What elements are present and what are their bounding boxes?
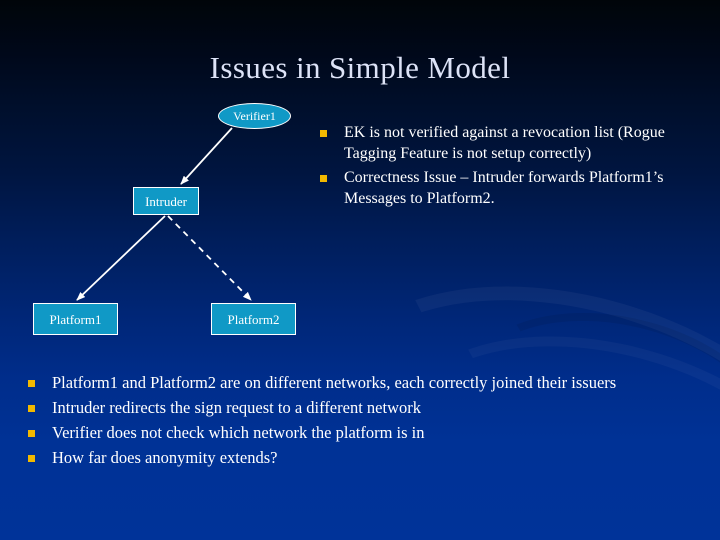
diagram-node-label: Verifier1 [233, 108, 276, 123]
square-bullet-icon [320, 130, 327, 137]
list-item-text: Platform1 and Platform2 are on different… [52, 373, 617, 392]
list-item: Correctness Issue – Intruder forwards Pl… [320, 167, 712, 209]
edge-intruder-to-platform2 [167, 215, 252, 301]
list-item-text: Verifier does not check which network th… [52, 423, 425, 442]
square-bullet-icon [28, 380, 35, 387]
diagram-node-platform2[interactable]: Platform2 [211, 303, 296, 335]
diagram-node-verifier1[interactable]: Verifier1 [218, 103, 291, 129]
list-item-text: How far does anonymity extends? [52, 448, 278, 467]
square-bullet-icon [28, 405, 35, 412]
diagram-node-platform1[interactable]: Platform1 [33, 303, 118, 335]
diagram-node-label: Platform2 [227, 311, 280, 327]
notes-bullet-list: Platform1 and Platform2 are on different… [28, 372, 700, 472]
square-bullet-icon [320, 175, 327, 182]
edge-intruder-to-platform1 [76, 215, 166, 301]
edge-verifier1-to-intruder [180, 127, 233, 185]
slide-title: Issues in Simple Model [209, 50, 511, 85]
diagram-node-intruder[interactable]: Intruder [133, 187, 199, 215]
protocol-diagram: Verifier1 Intruder Platform1 Platform2 [0, 0, 320, 350]
diagram-connectors [76, 127, 252, 301]
list-item: EK is not verified against a revocation … [320, 122, 712, 164]
list-item: Platform1 and Platform2 are on different… [28, 372, 700, 394]
diagram-node-label: Platform1 [49, 311, 102, 327]
square-bullet-icon [28, 430, 35, 437]
diagram-node-label: Intruder [145, 193, 187, 209]
list-item-text: EK is not verified against a revocation … [344, 124, 665, 162]
list-item-text: Correctness Issue – Intruder forwards Pl… [344, 169, 664, 207]
list-item: Verifier does not check which network th… [28, 422, 700, 444]
list-item-text: Intruder redirects the sign request to a… [52, 398, 421, 417]
square-bullet-icon [28, 455, 35, 462]
list-item: How far does anonymity extends? [28, 447, 700, 469]
list-item: Intruder redirects the sign request to a… [28, 397, 700, 419]
issues-bullet-list: EK is not verified against a revocation … [320, 122, 712, 212]
